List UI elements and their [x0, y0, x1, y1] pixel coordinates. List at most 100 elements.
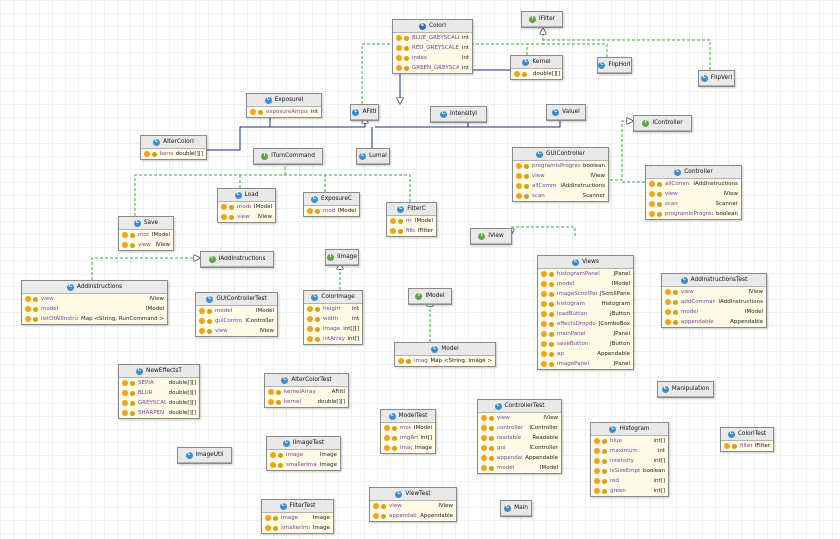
- field-icon: [404, 65, 409, 71]
- visibility-icon: [724, 443, 730, 449]
- class-box-guicontroller-test[interactable]: CGUIControllerTestmodelIModelguiControll…: [195, 292, 278, 337]
- field-type: IFilter: [417, 228, 433, 234]
- class-box-iimage-test[interactable]: CIImageTestimageImagesmallerImageImage: [266, 436, 341, 471]
- class-box-filter-test[interactable]: CFilterTestimageImagesmallerImageImage: [261, 499, 334, 534]
- class-box-model[interactable]: CModelimageHashMapMap <String, Image >: [394, 342, 496, 367]
- field-type: Appendable: [525, 455, 558, 461]
- class-box-alter-color-i[interactable]: CAlterColorIkerneldouble[][]: [140, 135, 207, 160]
- field-type: int[][]: [343, 326, 359, 332]
- field-icon: [602, 458, 607, 464]
- visibility-icon: [307, 336, 313, 342]
- visibility-icon: [270, 462, 276, 468]
- class-box-save[interactable]: CSavemodelIModelviewIView: [118, 216, 174, 251]
- field-name: imagePanel: [557, 361, 589, 367]
- class-box-filter-c[interactable]: CFilterCmodelIModelfilterIFilter: [386, 202, 437, 237]
- field-type: IView: [438, 503, 453, 509]
- visibility-icon: [268, 399, 274, 405]
- class-box-add-instructions-test[interactable]: CAddInstructionsTestviewIViewaddCommands…: [661, 273, 767, 328]
- field-icon: [602, 468, 607, 474]
- class-name: NewEffectsT: [146, 368, 182, 374]
- field-name: mainPanel: [557, 331, 586, 337]
- visibility-icon: [270, 452, 276, 458]
- field-icon: [315, 336, 320, 342]
- field-type: Histogram: [601, 301, 630, 307]
- field-icon: [732, 443, 737, 449]
- field-type: JButton: [609, 311, 630, 317]
- class-box-exposure-i[interactable]: CExposureIexposureAmountint: [246, 93, 322, 118]
- extends-line: [269, 112, 365, 128]
- field-type: JPanel: [613, 361, 630, 367]
- class-name: ModelTest: [398, 413, 428, 419]
- field-type: Image: [319, 462, 337, 468]
- class-name: FlipHorI: [608, 62, 631, 68]
- class-name: AlterColorTest: [291, 377, 332, 383]
- visibility-icon: [481, 425, 487, 431]
- class-box-kernel[interactable]: CKernelkerneldouble[][]: [510, 55, 563, 80]
- class-name: Kernel: [532, 59, 551, 65]
- class-box-controller[interactable]: CControllerallCommandsIAddInstructionsvi…: [645, 165, 742, 220]
- field-name: GREYSCALE: [138, 400, 166, 406]
- class-box-exposure-c[interactable]: CExposureCmodelIModel: [303, 192, 360, 217]
- interface-icon: I: [261, 152, 269, 160]
- class-icon: C: [536, 150, 544, 158]
- visibility-icon: [514, 71, 520, 77]
- class-box-model-test[interactable]: CModelTestmodelIModelimgArrayint[]imageI…: [380, 409, 436, 454]
- field-type: double[][]: [168, 400, 196, 406]
- class-name: ExposureI: [274, 97, 304, 103]
- visibility-icon: [221, 204, 227, 210]
- field-name: height: [323, 306, 341, 312]
- class-icon: C: [282, 439, 290, 447]
- class-name: IFilter: [538, 16, 556, 22]
- field-name: image: [323, 326, 341, 332]
- visibility-icon: [268, 389, 274, 395]
- field-type: JPanel: [613, 331, 630, 337]
- class-box-view-test[interactable]: CViewTestviewIViewappendableAppendable: [369, 487, 457, 522]
- field-type: Appendable: [730, 319, 763, 325]
- field-type: int[]: [653, 458, 665, 464]
- field-row: allCommandsIAddInstructions: [513, 181, 608, 191]
- field-icon: [276, 399, 281, 405]
- field-icon: [278, 462, 283, 468]
- class-box-load[interactable]: CLoadmodelIModelviewIView: [217, 188, 276, 223]
